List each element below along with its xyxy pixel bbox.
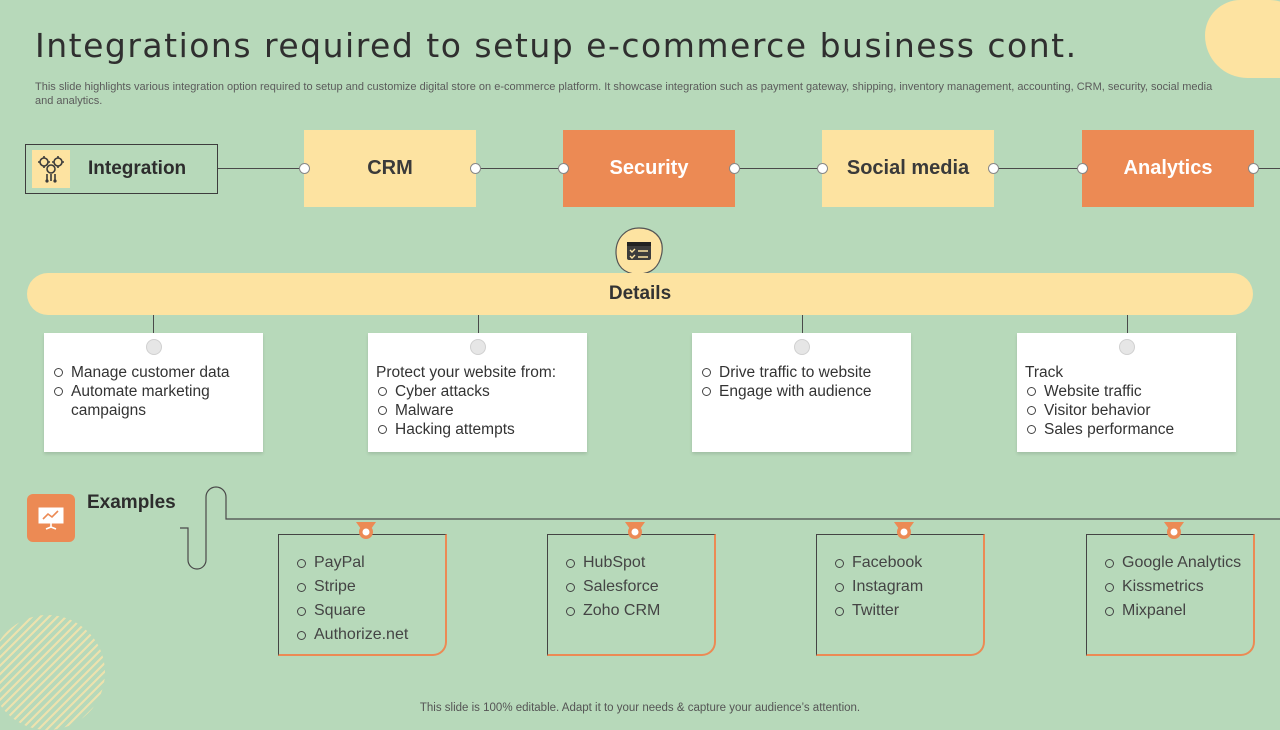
detail-connector [802,315,803,341]
list-item: Website traffic [1025,382,1230,401]
example-card-social-media: Facebook Instagram Twitter [816,522,985,656]
details-label: Details [608,283,672,304]
list-item: Twitter [833,601,975,620]
example-card-crm: PayPal Stripe Square Authorize.net [278,522,447,656]
category-label: Analytics [1123,157,1213,179]
connector-dot [1077,163,1088,174]
list-item: Malware [376,401,581,420]
card-knob [146,339,162,355]
category-crm: CRM [299,130,481,207]
pin-icon [625,522,645,539]
integration-connector-line [216,168,1280,169]
slide-title: Integrations required to setup e-commerc… [35,26,1078,65]
details-card-security: Protect your website from: Cyber attacks… [368,333,587,452]
list-item: Stripe [295,577,437,596]
category-security: Security [558,130,740,207]
card-knob [794,339,810,355]
pin-icon [1164,522,1184,539]
list-item: Mixpanel [1103,601,1245,620]
decorative-blob-top [1205,0,1280,78]
checklist-icon [614,226,664,276]
category-label: Security [609,157,689,179]
list-item: Cyber attacks [376,382,581,401]
list-item: Visitor behavior [1025,401,1230,420]
detail-connector [478,315,479,341]
connector-dot [729,163,740,174]
list-item: HubSpot [564,553,706,572]
card-knob [1119,339,1135,355]
list-item: Authorize.net [295,625,437,644]
list-item: Zoho CRM [564,601,706,620]
presentation-board-icon [27,494,75,542]
details-card-crm: Manage customer data Automate marketing … [44,333,263,452]
connector-dot [558,163,569,174]
list-item: Hacking attempts [376,420,581,439]
category-analytics: Analytics [1077,130,1259,207]
category-label: CRM [367,157,413,179]
list-item: Square [295,601,437,620]
connector-dot [299,163,310,174]
detail-connector [1127,315,1128,341]
category-social-media: Social media [817,130,999,207]
pin-icon [356,522,376,539]
list-item: Salesforce [564,577,706,596]
list-item: Instagram [833,577,975,596]
list-item: Facebook [833,553,975,572]
decorative-circle-bottom [0,615,105,730]
examples-connector-line [180,486,1280,570]
list-item: Sales performance [1025,420,1230,439]
details-card-analytics: Track Website traffic Visitor behavior S… [1017,333,1236,452]
connector-dot [988,163,999,174]
list-item: Drive traffic to website [700,363,905,382]
connector-dot [1248,163,1259,174]
list-item: PayPal [295,553,437,572]
example-card-security: HubSpot Salesforce Zoho CRM [547,522,716,656]
examples-label: Examples [87,492,176,513]
card-knob [470,339,486,355]
detail-connector [153,315,154,341]
footer-note: This slide is 100% editable. Adapt it to… [419,702,861,714]
list-item: Google Analytics [1103,553,1245,572]
details-bar: Details [27,273,1253,315]
slide-subtitle: This slide highlights various integratio… [35,81,1213,107]
example-card-analytics: Google Analytics Kissmetrics Mixpanel [1086,522,1255,656]
connector-dot [817,163,828,174]
card-lead-text: Track [1025,364,1064,381]
pin-icon [894,522,914,539]
category-label: Social media [846,157,970,179]
card-lead-text: Protect your website from: [376,364,557,381]
list-item: Manage customer data [52,363,257,382]
list-item: Engage with audience [700,382,905,401]
connector-dot [470,163,481,174]
gears-icon [32,150,70,188]
integration-label: Integration [88,158,187,179]
list-item: Kissmetrics [1103,577,1245,596]
details-card-social-media: Drive traffic to website Engage with aud… [692,333,911,452]
list-item: Automate marketing campaigns [52,382,257,420]
integration-box: Integration [25,144,218,194]
